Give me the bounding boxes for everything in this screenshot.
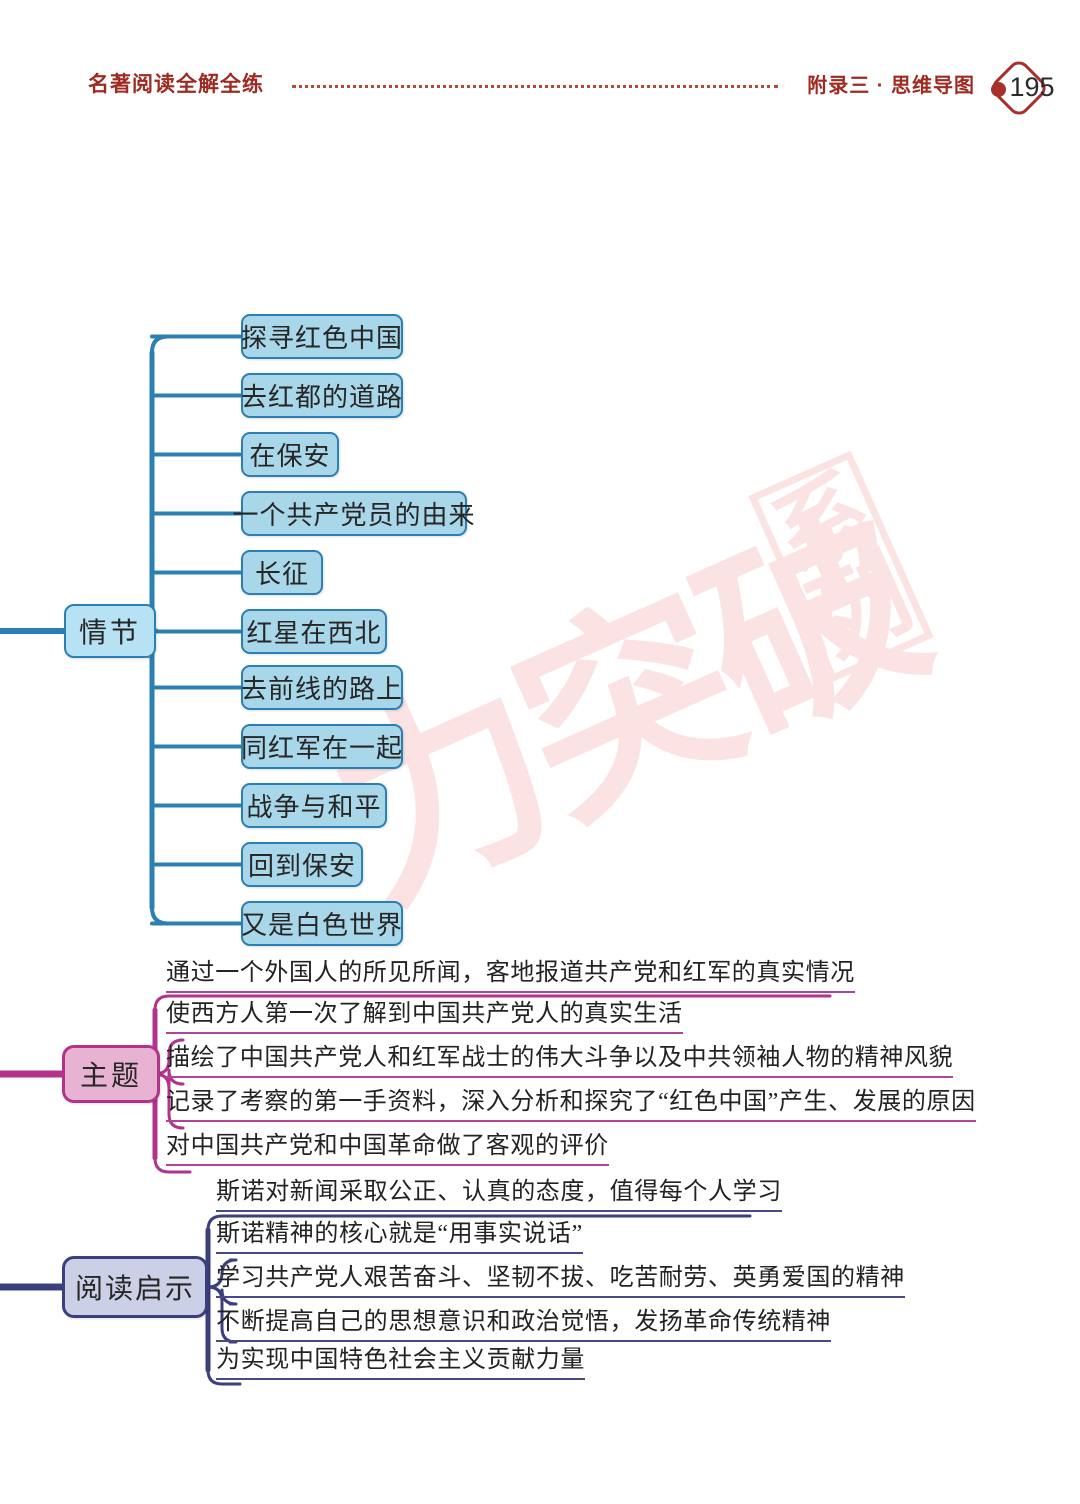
branch-root-plot[interactable]: 情节 bbox=[64, 604, 156, 658]
plot-item-9[interactable]: 回到保安 bbox=[241, 842, 363, 887]
plot-item-7[interactable]: 同红军在一起 bbox=[241, 724, 403, 769]
insight-item-0: 斯诺对新闻采取公正、认真的态度，值得每个人学习 bbox=[216, 1179, 782, 1213]
theme-item-2: 描绘了中国共产党人和红军战士的伟大斗争以及中共领袖人物的精神风貌 bbox=[166, 1045, 954, 1079]
branch-root-theme-label: 主题 bbox=[79, 1061, 142, 1092]
plot-item-8-label: 战争与和平 bbox=[246, 793, 382, 822]
plot-item-3-label: 一个共产党员的由来 bbox=[232, 501, 476, 530]
theme-item-3: 记录了考察的第一手资料，深入分析和探究了“红色中国”产生、发展的原因 bbox=[166, 1089, 976, 1123]
branch-root-theme[interactable]: 主题 bbox=[62, 1045, 160, 1103]
branch-root-insight[interactable]: 阅读启示 bbox=[62, 1256, 208, 1318]
plot-item-4-label: 长征 bbox=[254, 560, 309, 589]
plot-item-1[interactable]: 去红都的道路 bbox=[241, 373, 403, 418]
insight-item-3: 不断提高自己的思想意识和政治觉悟，发扬革命传统精神 bbox=[216, 1309, 831, 1343]
branch-root-insight-label: 阅读启示 bbox=[74, 1274, 195, 1305]
plot-item-8[interactable]: 战争与和平 bbox=[241, 783, 387, 828]
plot-item-9-label: 回到保安 bbox=[247, 852, 356, 881]
theme-item-1: 使西方人第一次了解到中国共产党人的真实生活 bbox=[166, 1001, 683, 1035]
plot-item-1-label: 去红都的道路 bbox=[241, 383, 404, 412]
book-title: 名著阅读全解全练 bbox=[88, 73, 264, 96]
plot-item-4[interactable]: 长征 bbox=[241, 550, 323, 595]
page-number: 195 bbox=[1009, 72, 1055, 102]
branch-root-plot-label: 情节 bbox=[78, 618, 141, 649]
section-title: 附录三 · 思维导图 bbox=[807, 75, 975, 97]
plot-item-3[interactable]: 一个共产党员的由来 bbox=[233, 491, 475, 536]
bullet-dot-icon bbox=[991, 82, 1006, 97]
plot-item-10[interactable]: 又是白色世界 bbox=[241, 901, 403, 946]
watermark-main-text: 力突破 bbox=[300, 478, 950, 940]
plot-item-0[interactable]: 探寻红色中国 bbox=[241, 314, 403, 359]
theme-item-0: 通过一个外国人的所见所闻，客地报道共产党和红军的真实情况 bbox=[166, 960, 855, 994]
plot-item-6-label: 去前线的路上 bbox=[241, 675, 404, 704]
insight-item-1: 斯诺精神的核心就是“用事实说话” bbox=[216, 1221, 583, 1255]
plot-item-5-label: 红星在西北 bbox=[246, 619, 382, 648]
theme-item-4: 对中国共产党和中国革命做了客观的评价 bbox=[166, 1133, 609, 1167]
watermark-sub-text: 系列 bbox=[748, 450, 934, 683]
plot-item-6[interactable]: 去前线的路上 bbox=[241, 665, 403, 710]
plot-item-2-label: 在保安 bbox=[249, 442, 331, 471]
insight-item-2: 学习共产党人艰苦奋斗、坚韧不拔、吃苦耐劳、英勇爱国的精神 bbox=[216, 1265, 905, 1299]
insight-item-4: 为实现中国特色社会主义贡献力量 bbox=[216, 1347, 585, 1381]
plot-item-7-label: 同红军在一起 bbox=[241, 734, 404, 763]
plot-item-0-label: 探寻红色中国 bbox=[241, 324, 404, 353]
plot-item-10-label: 又是白色世界 bbox=[241, 911, 404, 940]
dot-leader bbox=[292, 84, 778, 88]
plot-item-2[interactable]: 在保安 bbox=[241, 432, 339, 477]
plot-item-5[interactable]: 红星在西北 bbox=[241, 609, 387, 654]
page-number-badge: 195 bbox=[980, 56, 1072, 122]
running-head: 名著阅读全解全练 附录三 · 思维导图 195 bbox=[0, 56, 1080, 120]
